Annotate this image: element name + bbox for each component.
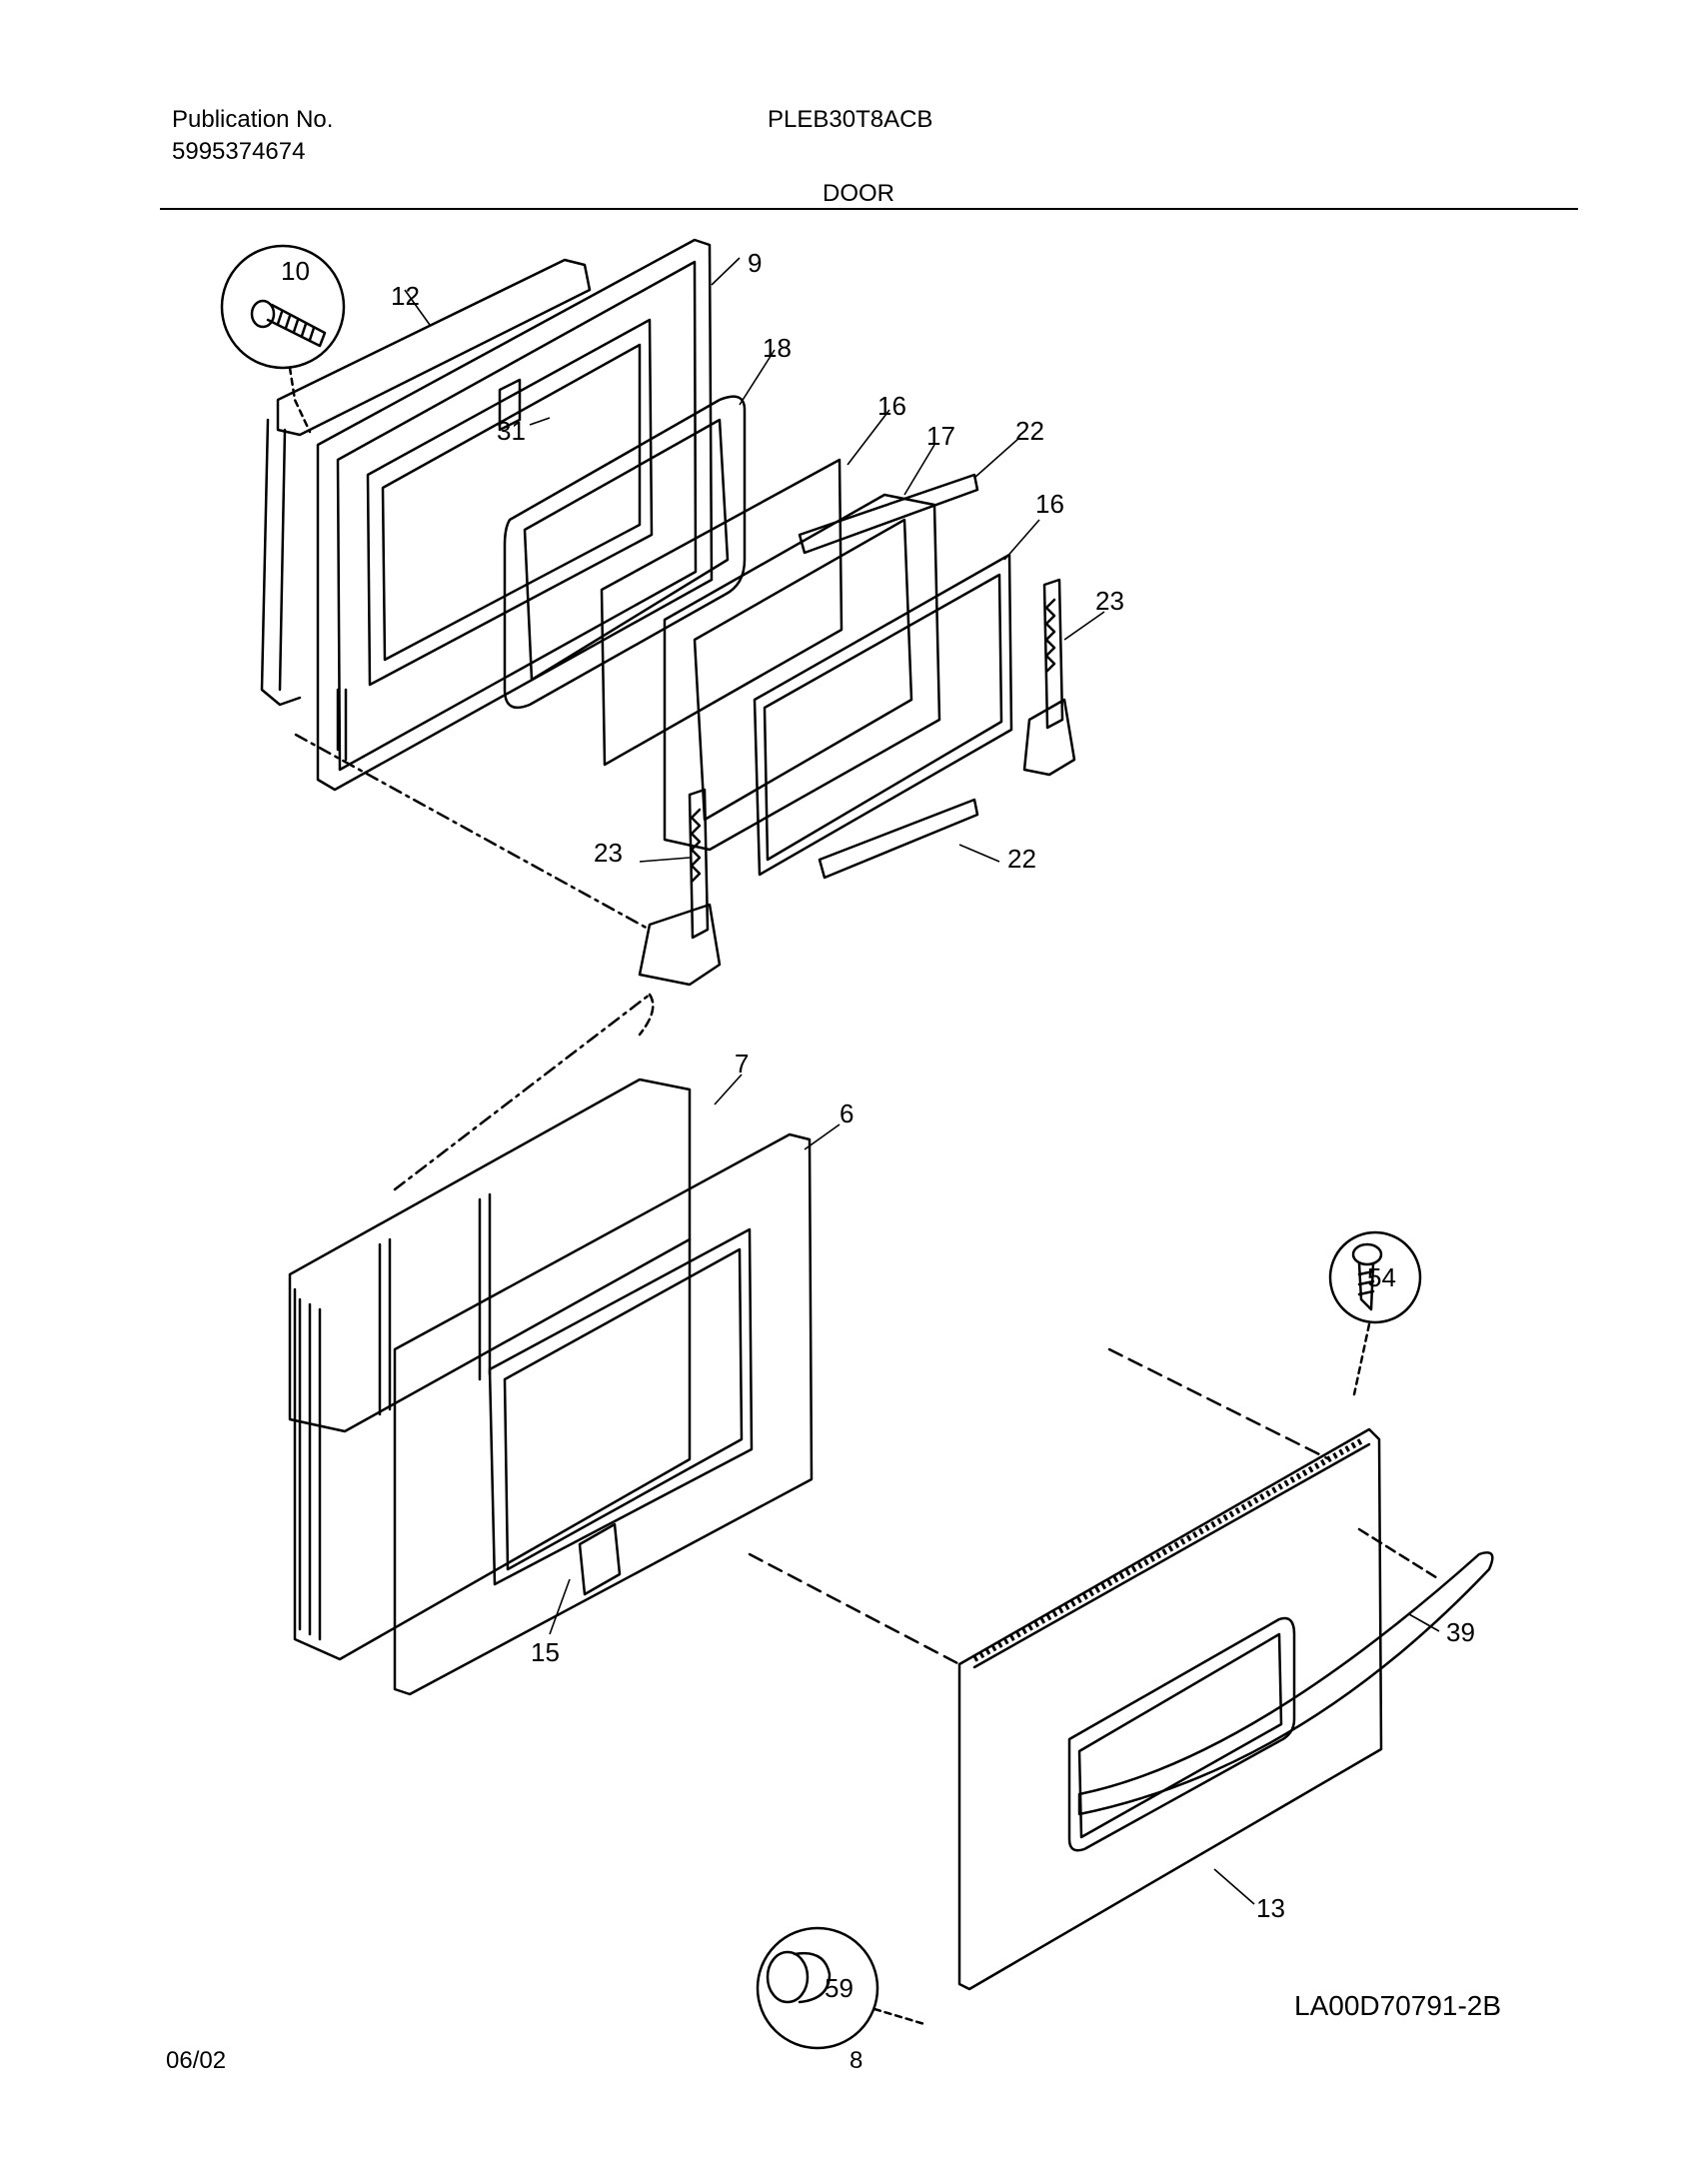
callout-16a: 16	[877, 391, 906, 421]
callout-22b: 22	[1007, 844, 1036, 874]
handle-39	[1077, 1551, 1494, 1816]
callout-12: 12	[391, 281, 420, 311]
bracket-22-lower	[818, 798, 979, 880]
publication-label: Publication No.	[172, 106, 334, 133]
header-rule	[160, 208, 1578, 210]
drawing-id: LA00D70791-2B	[1294, 1990, 1502, 2021]
part-callouts: 10 12 9 18 31 16 17 22 16 23 23 22 7 6 5…	[281, 248, 1475, 2003]
callout-6: 6	[840, 1098, 853, 1128]
callout-16b: 16	[1035, 489, 1064, 519]
callout-13: 13	[1256, 1893, 1285, 1923]
callout-10: 10	[281, 256, 310, 286]
callout-17: 17	[926, 421, 955, 451]
screw-54-icon	[1351, 1242, 1383, 1311]
door-frame-6	[393, 1132, 814, 1696]
screw-54-detail-circle	[1328, 1230, 1422, 1324]
outer-door-13	[957, 1427, 1383, 1991]
liner-bracket-31	[498, 378, 522, 432]
callout-9: 9	[748, 248, 762, 278]
footer-date: 06/02	[166, 2047, 227, 2074]
publication-number: 5995374674	[172, 138, 306, 165]
screw-10-icon	[250, 299, 327, 348]
callout-54: 54	[1367, 1262, 1396, 1292]
callout-18: 18	[763, 333, 792, 363]
glass-pane-16-upper	[600, 458, 844, 767]
frame-17	[663, 493, 941, 852]
callout-22a: 22	[1015, 416, 1044, 446]
hinge-23-right	[1022, 578, 1076, 777]
callout-59: 59	[825, 1973, 853, 2003]
screw-detail-circle	[220, 244, 346, 370]
section-title: DOOR	[823, 180, 894, 207]
callout-23b: 23	[594, 838, 623, 868]
hinge-23-left	[638, 788, 722, 987]
door-seal-12	[276, 258, 592, 437]
callout-39: 39	[1446, 1617, 1475, 1647]
model-number: PLEB30T8ACB	[768, 106, 933, 133]
bumper-59-detail-circle	[756, 1926, 879, 2050]
page-number: 8	[850, 2047, 863, 2074]
bumper-59-icon	[766, 1950, 832, 2004]
callout-31: 31	[497, 416, 526, 446]
bracket-22-upper	[798, 473, 979, 555]
inner-liner-9	[316, 238, 714, 792]
door-window	[1067, 1616, 1296, 1852]
glass-pane-16-lower	[753, 553, 1013, 877]
gasket-18	[503, 395, 747, 710]
callout-23a: 23	[1095, 586, 1124, 616]
seal-side	[260, 418, 302, 707]
clip-15	[578, 1522, 622, 1596]
callout-7: 7	[735, 1049, 749, 1079]
callout-15: 15	[531, 1637, 560, 1667]
